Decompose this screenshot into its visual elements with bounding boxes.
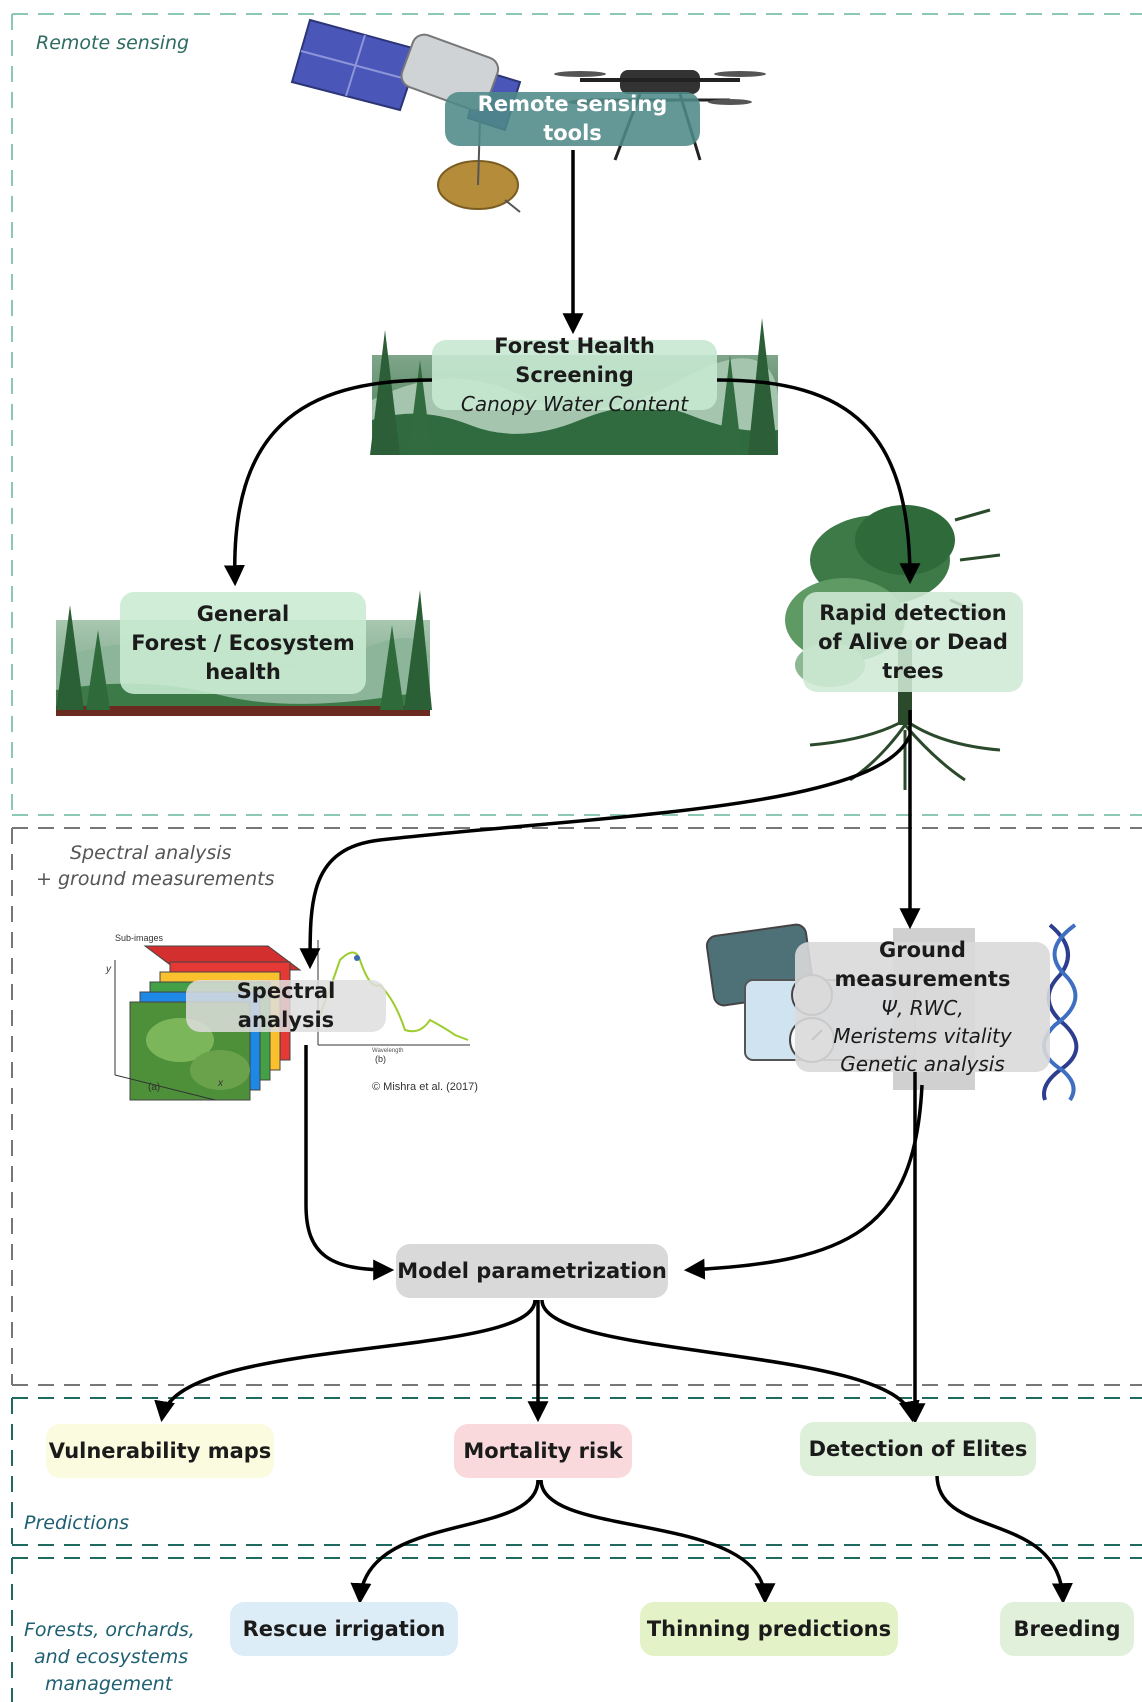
- node-title: Model parametrization: [397, 1258, 667, 1283]
- node-breeding: Breeding: [1000, 1602, 1134, 1656]
- connector-arrows: [154, 150, 1073, 1605]
- node-title: Breeding: [1013, 1616, 1121, 1641]
- node-remote-sensing-tools: Remote sensing tools: [445, 92, 700, 146]
- arrow-spectral-to-model: [304, 1045, 395, 1281]
- panel-a-label: (a): [148, 1082, 160, 1093]
- arrow-forest-to-general: [223, 378, 433, 587]
- node-subtitle: Genetic analysis: [840, 1052, 1005, 1076]
- node-rapid-detection: Rapid detection of Alive or Dead trees: [803, 592, 1023, 692]
- predictions-border: [11, 1397, 1142, 1546]
- arrow-elites-to-breeding: [935, 1474, 1073, 1605]
- node-line: Rapid detection: [819, 600, 1007, 625]
- management-border: [11, 1557, 1142, 1702]
- node-title: Ground measurements: [834, 938, 1011, 991]
- node-rescue-irrigation: Rescue irrigation: [230, 1602, 458, 1656]
- wavelength-label: Wavelength: [372, 1048, 403, 1054]
- satellite-icon: [290, 18, 522, 213]
- arrow-rapid-to-spectral: [299, 734, 912, 970]
- node-subtitle: Meristems vitality: [833, 1024, 1012, 1048]
- axis-x-label: x: [217, 1078, 224, 1089]
- node-forest-health-screening: Forest Health Screening Canopy Water Con…: [432, 334, 717, 416]
- sub-images-label: Sub-images: [115, 933, 164, 943]
- arrow-forest-to-rapid: [716, 378, 921, 585]
- node-spectral-analysis: Spectral analysis: [186, 979, 386, 1032]
- arrow-model-to-elites: [540, 1299, 920, 1423]
- panel-b-label: (b): [375, 1054, 386, 1064]
- section-label-management-line2: and ecosystems: [34, 1646, 189, 1668]
- node-title: Rescue irrigation: [242, 1616, 446, 1641]
- node-line: health: [205, 659, 281, 684]
- node-line: General: [196, 601, 290, 626]
- node-line: Forest / Ecosystem: [131, 630, 355, 655]
- node-mortality-risk: Mortality risk: [454, 1424, 632, 1478]
- node-subtitle: Canopy Water Content: [460, 392, 689, 416]
- node-title: Vulnerability maps: [48, 1438, 272, 1463]
- node-title: Mortality risk: [463, 1438, 623, 1463]
- arrow-mortality-to-thinning: [539, 1479, 776, 1605]
- node-subtitle: Ψ, RWC,: [881, 996, 964, 1020]
- node-line: of Alive or Dead: [818, 629, 1008, 654]
- section-label-remote-sensing: Remote sensing: [36, 32, 190, 54]
- section-label-spectral-line1: Spectral analysis: [70, 842, 232, 864]
- node-title: Remote sensing tools: [477, 92, 668, 145]
- node-detection-of-elites: Detection of Elites: [800, 1422, 1036, 1476]
- axis-y-label: y: [105, 964, 112, 975]
- node-general-forest-health: General Forest / Ecosystem health: [120, 592, 366, 694]
- section-borders: [11, 13, 1142, 1702]
- section-label-spectral-line2: + ground measurements: [36, 868, 275, 890]
- section-label-management-line1: Forests, orchards,: [24, 1619, 195, 1641]
- node-model-parametrization: Model parametrization: [396, 1244, 668, 1298]
- arrow-ground-to-model: [683, 1084, 924, 1280]
- node-thinning-predictions: Thinning predictions: [640, 1602, 898, 1656]
- node-title: Thinning predictions: [646, 1616, 892, 1641]
- node-title: Detection of Elites: [808, 1436, 1028, 1461]
- node-vulnerability-maps: Vulnerability maps: [46, 1424, 274, 1478]
- remote-sensing-border: [11, 13, 1142, 816]
- section-label-management-line3: management: [45, 1673, 173, 1695]
- spectral-border: [11, 827, 1142, 1386]
- arrow-mortality-to-rescue: [350, 1479, 540, 1605]
- credit-text: © Mishra et al. (2017): [372, 1081, 478, 1093]
- node-ground-measurements: Ground measurements Ψ, RWC, Meristems vi…: [795, 938, 1050, 1076]
- arrow-model-to-vulnerability: [154, 1299, 537, 1423]
- node-line: trees: [882, 658, 944, 683]
- section-label-predictions: Predictions: [24, 1512, 130, 1534]
- dna-helix-icon: [1042, 923, 1079, 1102]
- node-title: Forest Health Screening: [494, 334, 655, 387]
- node-title: Spectral analysis: [236, 979, 336, 1032]
